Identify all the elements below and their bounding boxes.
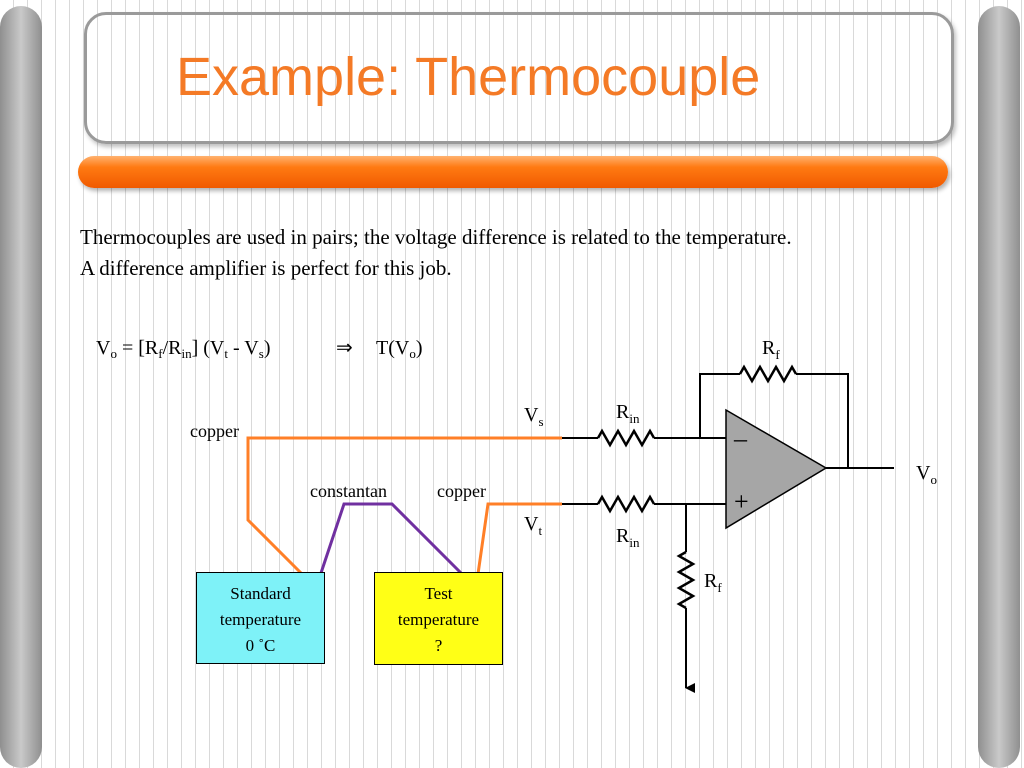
intro-text: Thermocouples are used in pairs; the vol… [80, 222, 960, 284]
copper-left-label: copper [190, 421, 239, 441]
transfer-equation: Vo = [Rf/Rin] (Vt - Vs) [96, 337, 270, 361]
right-decorative-rail [978, 6, 1020, 768]
op-amp-triangle [725, 408, 828, 530]
rin-bottom-label: Rin [616, 525, 640, 550]
test-box-line-2: temperature [397, 610, 480, 629]
test-temperature-box: Test temperature ? [374, 572, 503, 665]
standard-temperature-box: Standard temperature 0 ˚C [196, 572, 325, 664]
feedback-wire-left [699, 373, 740, 438]
slide-title: Example: Thermocouple [176, 47, 761, 107]
rin-top-label: Rin [616, 401, 640, 426]
rf-feedback-resistor [738, 364, 798, 384]
intro-line-2: A difference amplifier is perfect for th… [80, 256, 452, 280]
copper-right-label: copper [437, 481, 486, 501]
temperature-function: T(Vo) [376, 337, 423, 361]
inverting-input-symbol: – [733, 424, 748, 453]
rf-feedback-label: Rf [762, 337, 780, 362]
rf-ground-label: Rf [704, 570, 722, 595]
vs-label: Vs [524, 404, 544, 429]
implies-arrow: ⇒ [336, 337, 353, 359]
noninverting-input-symbol: + [734, 487, 749, 516]
rf-ground-resistor [676, 550, 696, 610]
left-decorative-rail [0, 6, 42, 768]
vt-label: Vt [524, 513, 542, 538]
feedback-wire-right [796, 373, 849, 468]
rin-top-resistor [596, 428, 656, 448]
standard-box-line-1: Standard [230, 584, 291, 603]
title-frame [84, 12, 954, 144]
standard-box-line-2: temperature [219, 610, 302, 629]
standard-box-line-3: 0 ˚C [245, 636, 276, 655]
test-box-line-1: Test [424, 584, 453, 603]
constantan-label: constantan [310, 481, 387, 501]
title-underline-bar [78, 156, 948, 188]
constantan-wire [314, 502, 478, 590]
copper-wire-left [246, 436, 562, 590]
copper-wire-right [474, 502, 562, 589]
rin-bottom-resistor [596, 494, 656, 514]
vo-output-label: Vo [916, 462, 937, 487]
intro-line-1: Thermocouples are used in pairs; the vol… [80, 225, 792, 249]
test-box-line-3: ? [434, 636, 443, 655]
